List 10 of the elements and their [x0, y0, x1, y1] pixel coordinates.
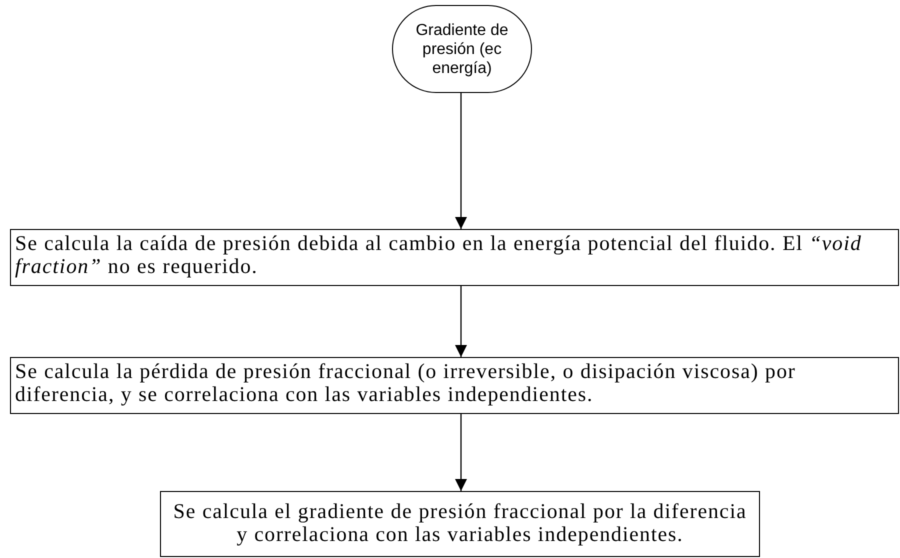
node-text: Se calcula la pérdida de presión fraccional (o irreversible, o disipación viscosa) por diferencia, y se correlaciona con las variables independientes.	[15, 359, 796, 406]
arrow	[455, 286, 467, 357]
node-text: Se calcula el gradiente de presión fraccional por la diferencia y correlaciona con las variables independientes.	[173, 499, 747, 546]
process-box	[160, 491, 760, 557]
node-text: Gradiente de presión (ec energía)	[414, 20, 510, 78]
arrow	[455, 93, 467, 229]
process-box	[10, 357, 899, 414]
node-text: Se calcula la caída de presión debida al cambio en la energía potencial del fluido. El “void fraction” no es requerido.	[15, 231, 862, 278]
process-box	[10, 229, 899, 286]
arrow	[455, 414, 467, 491]
